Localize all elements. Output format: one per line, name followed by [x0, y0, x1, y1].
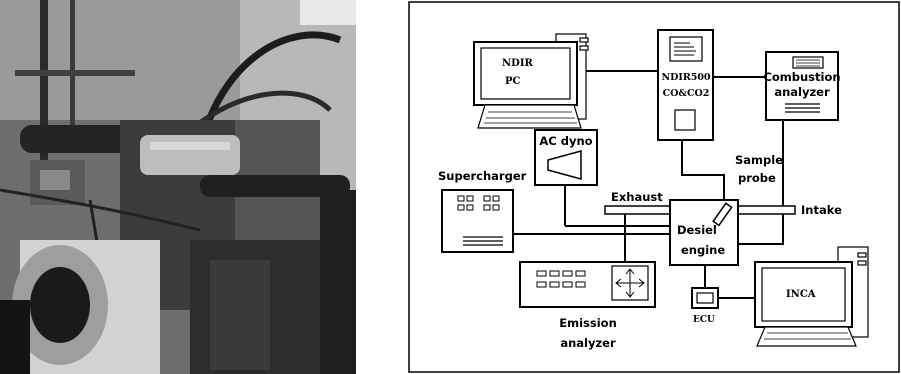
combustion-analyzer: Combustion analyzer — [763, 51, 841, 121]
supercharger: Supercharger — [438, 169, 527, 253]
ndir-pc-computer: NDIR PC — [473, 33, 589, 129]
emission-analyzer-label-line2: analyzer — [560, 336, 616, 350]
ecu-label: ECU — [693, 315, 715, 325]
connection-lines — [513, 70, 784, 299]
combustion-analyzer-label-line2: analyzer — [774, 85, 830, 99]
ac-dyno: AC dyno — [534, 129, 598, 186]
engine-test-bench-photo — [0, 0, 356, 374]
ecu: ECU — [691, 287, 719, 325]
ac-dyno-label: AC dyno — [539, 134, 592, 148]
engine-label-line1: Desiel — [677, 223, 717, 237]
emission-analyzer: Emission analyzer — [519, 261, 656, 350]
engine-label-line2: engine — [681, 243, 725, 257]
test-setup-schematic: NDIR PC NDIR500 CO&CO2 Combustion analyz… — [408, 1, 900, 373]
ndir-pc-label-line1: NDIR — [502, 58, 533, 69]
intake-label: Intake — [801, 203, 842, 217]
inca-computer: INCA — [754, 246, 869, 347]
ndir500-label-line1: NDIR500 — [661, 72, 710, 83]
supercharger-label: Supercharger — [438, 169, 527, 183]
ndir-pc-label-line2: PC — [505, 76, 521, 87]
exhaust-label: Exhaust — [611, 190, 663, 204]
sample-probe-label-line1: Sample — [735, 153, 783, 167]
emission-analyzer-label-line1: Emission — [559, 316, 617, 330]
inca-label: INCA — [786, 289, 816, 300]
combustion-analyzer-label-line1: Combustion — [763, 70, 840, 84]
diesel-engine: Desiel engine — [669, 199, 739, 266]
sample-probe-label-line2: probe — [738, 171, 776, 185]
ndir500-analyzer: NDIR500 CO&CO2 — [657, 29, 714, 141]
ndir500-label-line2: CO&CO2 — [663, 88, 710, 99]
